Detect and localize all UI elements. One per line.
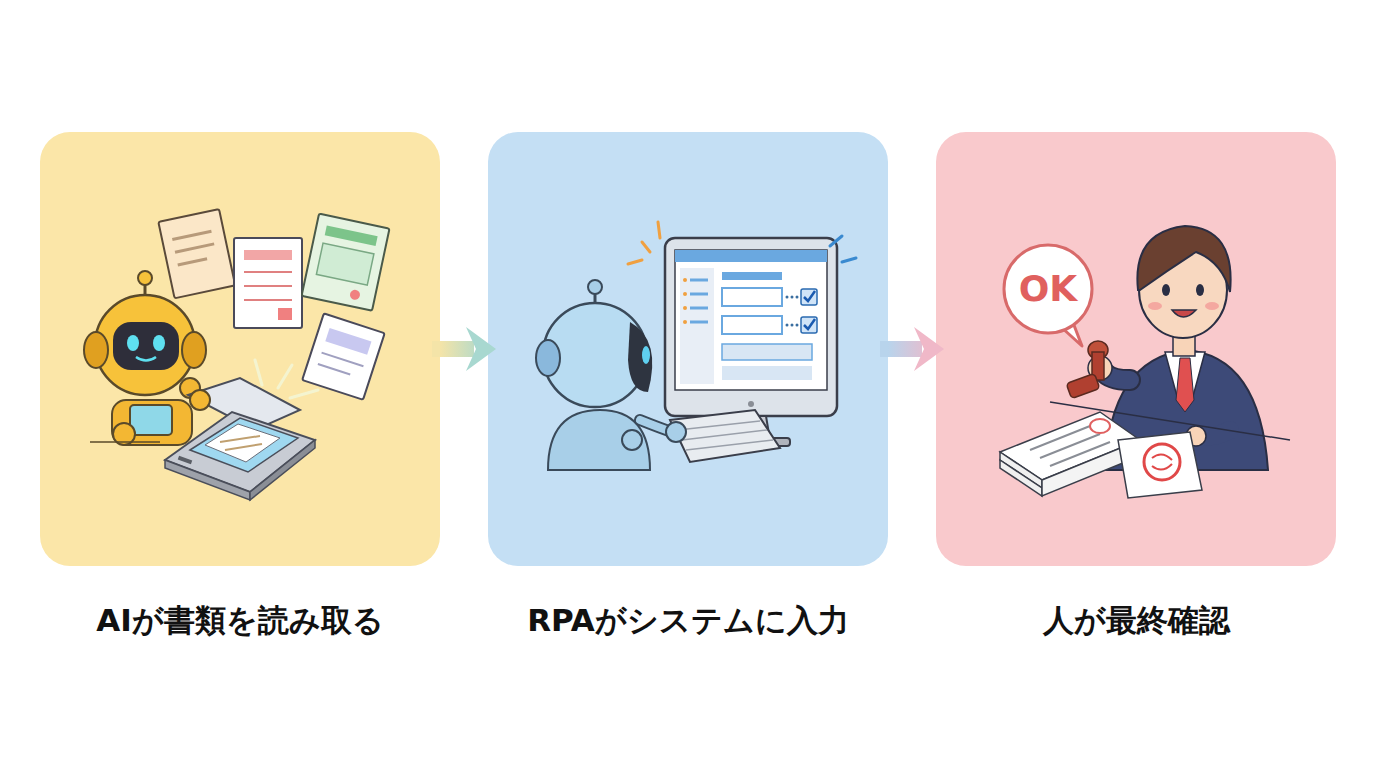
step-caption: 人が最終確認 <box>896 600 1376 642</box>
flow-arrow <box>880 327 944 371</box>
process-panel: RPAがシステムに入力 <box>488 132 888 566</box>
stamp <box>1066 341 1108 399</box>
office-worker <box>1088 226 1268 470</box>
step-caption: AIが書類を読み取る <box>0 600 480 642</box>
process-panel: 人が最終確認 <box>936 132 1336 566</box>
yellow-robot <box>84 271 206 445</box>
speech-text: OK <box>1008 266 1088 312</box>
keyboard <box>670 410 780 462</box>
scanner <box>90 378 315 500</box>
computer-monitor <box>628 222 856 446</box>
document-stack <box>1000 402 1290 498</box>
speech-bubble <box>1004 245 1092 346</box>
process-panel: AIが書類を読み取る <box>40 132 440 566</box>
flow-arrow <box>432 327 496 371</box>
blue-robot <box>536 280 686 470</box>
step-caption: RPAがシステムに入力 <box>448 600 928 642</box>
document-papers <box>158 209 389 400</box>
